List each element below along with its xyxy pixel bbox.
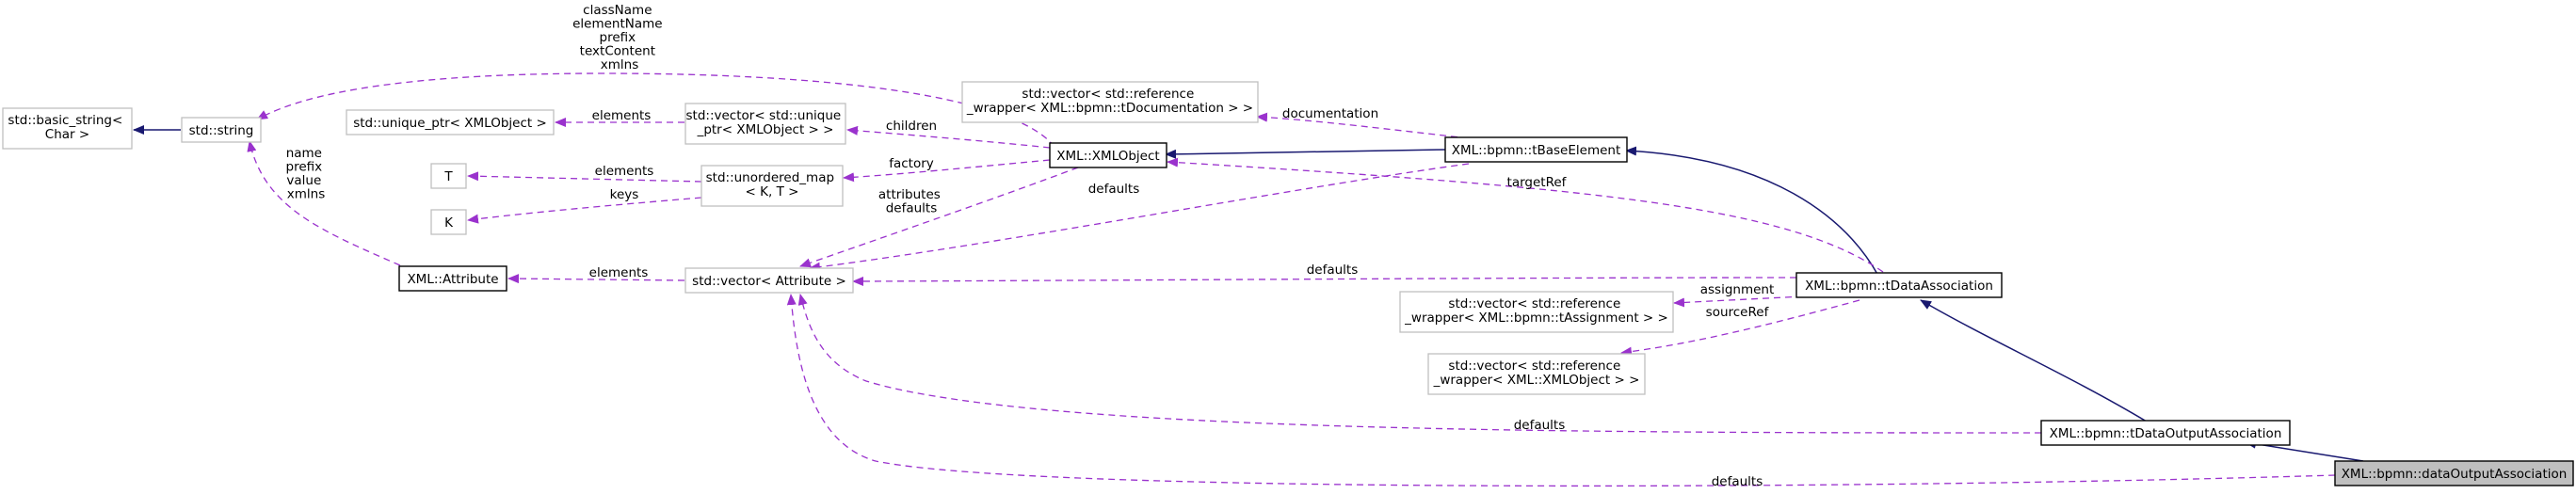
edge-label-line: defaults bbox=[886, 201, 938, 216]
node-label: XML::bpmn::tDataOutputAssociation bbox=[2050, 426, 2282, 441]
edge-label-sourceref: sourceRef bbox=[1706, 305, 1770, 320]
node-label: K bbox=[444, 215, 454, 231]
node-label: XML::Attribute bbox=[407, 272, 498, 287]
node-tbaseelement[interactable]: XML::bpmn::tBaseElement bbox=[1444, 136, 1628, 163]
edge-label-line: name bbox=[286, 146, 322, 161]
inherit-edge-tdataassociation-tdataoutputassociation bbox=[1920, 299, 2148, 422]
node-dataoutputassociation-selected[interactable]: XML::bpmn::dataOutputAssociation bbox=[2334, 460, 2574, 486]
node-label-line: std::vector< std::reference bbox=[1022, 87, 1194, 102]
dep-edge-xmlobject-to-unordered-map bbox=[843, 159, 1051, 183]
dep-edge-tdataassociation-to-vec-xmlobject-ref bbox=[1620, 299, 1860, 357]
node-label-line: std::vector< std::reference bbox=[1448, 296, 1620, 311]
dep-edge-unordered-map-to-k bbox=[467, 197, 702, 224]
node-label-line: _wrapper< XML::XMLObject > > bbox=[1433, 373, 1640, 388]
node-unique-ptr[interactable]: std::unique_ptr< XMLObject > bbox=[346, 109, 555, 135]
dep-edge-unordered-map-to-t bbox=[467, 171, 702, 183]
node-label-line: _wrapper< XML::bpmn::tAssignment > > bbox=[1404, 311, 1668, 326]
edge-label-targetref: targetRef bbox=[1507, 175, 1568, 190]
svg-text:std::vector< std::reference: std::vector< std::reference _wrapper< XM… bbox=[1404, 296, 1668, 326]
svg-text:std::vector< std::reference: std::vector< std::reference _wrapper< XM… bbox=[966, 87, 1253, 116]
node-label-line: _wrapper< XML::bpmn::tDocumentation > > bbox=[966, 101, 1253, 116]
node-t[interactable]: T bbox=[430, 163, 467, 189]
node-unordered-map[interactable]: std::unordered_map < K, T > bbox=[700, 165, 844, 207]
inherit-edge-tbaseelement-tdataassociation bbox=[1625, 146, 1879, 277]
svg-text:std::vector< std::unique: std::vector< std::unique _ptr< XMLObject… bbox=[686, 108, 845, 137]
node-label-line: Char > bbox=[45, 127, 89, 142]
edge-label-line: value bbox=[286, 173, 321, 188]
node-xml-attribute[interactable]: XML::Attribute bbox=[398, 265, 507, 292]
edge-label-line: textContent bbox=[580, 44, 655, 59]
edge-label-factory: factory bbox=[889, 156, 934, 171]
dep-edge-dataoutputassociation-to-vec-attribute bbox=[786, 294, 2336, 487]
node-basic-string[interactable]: std::basic_string< Char > bbox=[2, 107, 133, 150]
node-vec-xmlobject-ref[interactable]: std::vector< std::reference _wrapper< XM… bbox=[1427, 353, 1646, 395]
edge-label-line: xmlns bbox=[287, 187, 325, 202]
node-vec-documentation[interactable]: std::vector< std::reference _wrapper< XM… bbox=[961, 81, 1259, 123]
node-xmlobject[interactable]: XML::XMLObject bbox=[1049, 142, 1167, 168]
dep-edge-tbaseelement-to-vec-documentation bbox=[1256, 112, 1470, 139]
dep-edge-xmlobject-to-vec-attribute bbox=[799, 167, 1079, 268]
node-label: std::vector< Attribute > bbox=[692, 274, 846, 289]
edge-label-vec-attr-from-dataoutput: defaults bbox=[1712, 474, 1763, 489]
svg-text:std::unordered_map < K: std::unordered_map < K, T > bbox=[706, 170, 839, 199]
node-label-line: < K, T > bbox=[746, 184, 799, 199]
edge-label-line: xmlns bbox=[601, 57, 638, 72]
node-label: std::string bbox=[189, 123, 254, 138]
node-label: XML::bpmn::tDataAssociation bbox=[1805, 279, 1993, 294]
edge-label-vec-attr-from-tdataoutput: defaults bbox=[1514, 418, 1566, 433]
node-label: XML::bpmn::tBaseElement bbox=[1452, 143, 1621, 158]
nodes: std::basic_string< Char > std::string XM… bbox=[2, 81, 2574, 486]
edge-label-k-keys: keys bbox=[610, 187, 639, 202]
dep-edge-tdataassociation-to-xmlobject bbox=[1167, 157, 1884, 273]
edge-label-line: prefix bbox=[286, 160, 323, 175]
edge-label-documentation: documentation bbox=[1282, 106, 1378, 121]
node-vec-attribute[interactable]: std::vector< Attribute > bbox=[684, 267, 854, 294]
inherit-edge-xmlobject-tbaseelement bbox=[1165, 149, 1446, 159]
edge-labels: className elementName prefix textContent… bbox=[286, 3, 1775, 489]
edge-label-unique-elements: elements bbox=[592, 108, 652, 123]
node-vec-unique[interactable]: std::vector< std::unique _ptr< XMLObject… bbox=[684, 103, 846, 145]
edge-label-vec-attr-from-xmlobject: attributes defaults bbox=[878, 187, 944, 216]
node-label: XML::bpmn::dataOutputAssociation bbox=[2342, 467, 2568, 482]
node-string[interactable]: std::string bbox=[181, 117, 262, 143]
dep-edge-tdataassociation-to-vec-attribute bbox=[852, 276, 1797, 286]
svg-text:std::vector< std::reference: std::vector< std::reference _wrapper< XM… bbox=[1433, 359, 1640, 388]
node-tdataassociation[interactable]: XML::bpmn::tDataAssociation bbox=[1795, 272, 2003, 298]
edge-label-string-from-attribute: name prefix value xmlns bbox=[286, 146, 327, 202]
dep-edge-tdataoutputassociation-to-vec-attribute bbox=[797, 294, 2042, 434]
node-label-line: _ptr< XMLObject > > bbox=[697, 122, 834, 137]
edge-label-line: prefix bbox=[600, 30, 636, 45]
edge-label-children: children bbox=[886, 119, 937, 134]
edge-label-line: elementName bbox=[572, 17, 663, 32]
edge-label-vec-attr-from-tdata: defaults bbox=[1307, 263, 1359, 278]
edge-label-t-elements: elements bbox=[595, 164, 654, 179]
node-label-line: std::vector< std::unique bbox=[686, 108, 842, 123]
svg-text:std::basic_string< Cha: std::basic_string< Char > bbox=[8, 113, 126, 142]
edge-label-vec-attr-from-tbase: defaults bbox=[1088, 182, 1140, 197]
node-label: T bbox=[443, 169, 453, 184]
node-label: std::unique_ptr< XMLObject > bbox=[353, 116, 547, 131]
edges bbox=[133, 72, 2364, 487]
edge-label-line: attributes bbox=[878, 187, 941, 202]
node-label-line: std::vector< std::reference bbox=[1448, 359, 1620, 374]
edge-label-line: className bbox=[583, 3, 652, 18]
node-label: XML::XMLObject bbox=[1056, 149, 1159, 164]
edge-label-attribute-elements: elements bbox=[589, 265, 649, 280]
dep-edge-tbaseelement-to-vec-attribute bbox=[809, 163, 1470, 272]
node-tdataoutputassociation[interactable]: XML::bpmn::tDataOutputAssociation bbox=[2040, 420, 2291, 446]
edge-label-string-from-xmlobject: className elementName prefix textContent… bbox=[572, 3, 667, 72]
node-vec-assignment[interactable]: std::vector< std::reference _wrapper< XM… bbox=[1399, 291, 1674, 333]
node-k[interactable]: K bbox=[430, 209, 467, 235]
edge-label-assignment: assignment bbox=[1700, 282, 1775, 297]
dep-edge-xmlobject-to-string bbox=[256, 72, 1055, 148]
node-label-line: std::unordered_map bbox=[706, 170, 834, 185]
node-label-line: std::basic_string< bbox=[8, 113, 122, 128]
dep-edge-xmlobject-to-vec-unique bbox=[846, 125, 1051, 149]
dep-edge-tdataassociation-to-vec-assignment bbox=[1673, 295, 1804, 308]
